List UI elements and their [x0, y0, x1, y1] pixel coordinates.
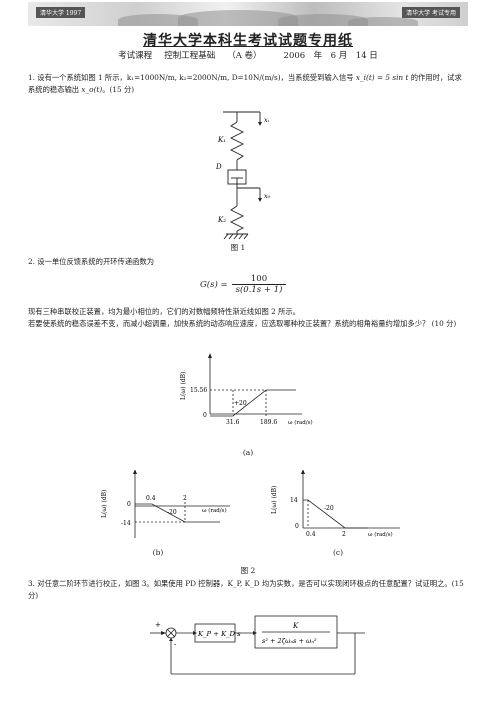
- plot-b-ylabel: L(ω) (dB): [101, 490, 108, 518]
- minus-sign: -: [174, 641, 177, 649]
- question-3: 3. 对任意二阶环节进行校正，如图 3。如果使用 PD 控制器，K_P, K_D…: [28, 579, 464, 600]
- tf-numerator: 100: [231, 274, 287, 285]
- label-k2: K₂: [217, 216, 226, 224]
- plot-a-curve: [210, 389, 296, 417]
- plot-c-ytick: 14: [290, 497, 298, 504]
- figure-3-block-diagram: + - K_P + K_D s K s² + 2ζωₙs + ωₙ²: [150, 615, 365, 675]
- plot-b-x1: 0.4: [146, 495, 156, 502]
- label-d: D: [215, 163, 222, 171]
- plot-c-zero: 0: [295, 523, 299, 530]
- plot-c-curve: [303, 499, 368, 529]
- figure-2-caption: 图 2: [240, 566, 256, 575]
- course-label: 考试课程: [118, 51, 153, 61]
- q1-text-a: 1. 设有一个系统如图 1 所示，k₁=1000N/m, k₂=2000N/m,…: [28, 73, 354, 82]
- plant-denominator: s² + 2ζωₙs + ωₙ²: [262, 637, 317, 645]
- plot-b-xlabel: ω (rad/s): [202, 507, 227, 514]
- label-xo: x₀: [264, 192, 271, 200]
- course-name: 控制工程基础: [164, 51, 216, 61]
- plot-a-zero: 0: [203, 412, 207, 419]
- figure-1-caption: 图 1: [230, 243, 246, 252]
- plot-c-x2: 2: [342, 531, 346, 538]
- plot-b-x2: 2: [183, 495, 187, 502]
- plot-a-caption: (a): [242, 448, 254, 457]
- plot-a-xlabel: ω (rad/s): [288, 419, 313, 426]
- plot-c-ylabel: L(ω) (dB): [271, 486, 278, 514]
- plot-b-ytick: -14: [121, 520, 131, 527]
- plot-b-slope: -20: [167, 509, 177, 516]
- plot-b: L(ω) (dB) 0 -14 0.4 2 -20 ω (rad/s): [101, 470, 230, 538]
- exam-date: 2006 年 6 月 14 日: [283, 51, 378, 61]
- banner-right-text: 清华大学 考试专用: [402, 7, 460, 18]
- plot-b-curve: [135, 503, 220, 523]
- question-2-body-2: 若要使系统的稳态误差不变，而减小超调量，加快系统的动态响应速度，应选取哪种校正装…: [28, 319, 457, 328]
- plot-a-ytick: 15.56: [190, 387, 207, 394]
- banner-decoration: [278, 14, 368, 26]
- q1-points: 。(15 分): [102, 85, 135, 94]
- plot-b-caption: (b): [152, 548, 164, 557]
- plot-a-slope: +20: [234, 400, 247, 407]
- exam-info: 考试课程 控制工程基础 （A 卷） 2006 年 6 月 14 日: [0, 49, 496, 61]
- plus-sign: +: [155, 621, 161, 629]
- plot-a-ylabel: L(ω) (dB): [180, 372, 187, 400]
- spring-k2: [229, 205, 245, 232]
- q1-text-b: 的作用时，试求系统的稳态输出: [28, 73, 462, 94]
- question-2-intro: 2. 设一单位反馈系统的开环传递函数为: [28, 257, 155, 266]
- q1-output-signal: x_o(t): [81, 85, 103, 94]
- plot-a-x1: 31.6: [226, 419, 240, 426]
- plot-b-zero: 0: [127, 501, 131, 508]
- plant-numerator: K: [292, 622, 299, 630]
- q1-input-signal: x_i(t) = 5 sin t: [355, 73, 409, 82]
- plot-c: L(ω) (dB) 14 0 -20 0.4 2 ω (rad/s): [271, 470, 400, 538]
- plot-c-xlabel: ω (rad/s): [368, 531, 393, 538]
- label-xi: xᵢ: [264, 116, 270, 124]
- question-2-body-1: 现有三种串联校正装置，均为最小相位的，它们的对数幅频特性渐近线如图 2 所示。: [28, 307, 300, 316]
- plot-c-caption: (c): [332, 548, 344, 557]
- label-k1: K₁: [217, 136, 226, 144]
- banner-decoration: [178, 10, 298, 26]
- page-title: 清华大学本科生考试试题专用纸: [143, 33, 353, 49]
- transfer-function: G(s) = 100 s(0.1s + 1): [200, 274, 287, 295]
- banner-decoration: [348, 17, 418, 26]
- tf-lhs: G(s) =: [200, 279, 228, 290]
- question-1: 1. 设有一个系统如图 1 所示，k₁=1000N/m, k₂=2000N/m,…: [28, 72, 468, 96]
- header-banner: 清华大学 1997 清华大学 考试专用: [28, 2, 468, 26]
- plot-c-x1: 0.4: [306, 531, 316, 538]
- spring-k1: [229, 121, 245, 161]
- plot-c-slope: -20: [324, 505, 334, 512]
- plot-a: L(ω) (dB) 15.56 0 +20 31.6 189.6 ω (rad/…: [180, 353, 313, 426]
- plot-a-x2: 189.6: [260, 419, 277, 426]
- tf-denominator: s(0.1s + 1): [235, 285, 283, 295]
- figure-1-diagram: K₁ D K₂ xᵢ x₀: [215, 111, 271, 240]
- banner-left-text: 清华大学 1997: [36, 7, 86, 18]
- pd-block-label: K_P + K_D s: [197, 630, 241, 638]
- paper-version: （A 卷）: [227, 51, 262, 61]
